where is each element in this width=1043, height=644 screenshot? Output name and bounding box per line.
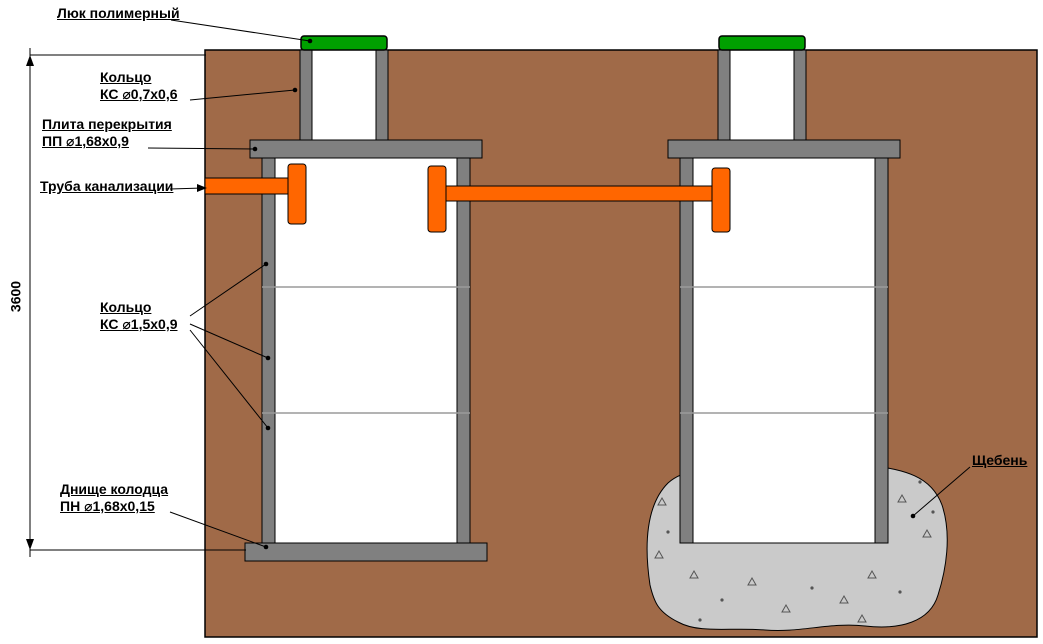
label-ring-large: Кольцо КС ⌀1,5x0,9 [100, 299, 178, 333]
label-bottom-slab-line1: Днище колодца [60, 481, 169, 497]
dimension-arrow-bottom [26, 539, 34, 550]
label-ring-small-line1: Кольцо [100, 69, 152, 85]
leader-manhole [170, 19, 311, 42]
right-well-wall-right [874, 157, 889, 544]
label-ring-small: Кольцо КС ⌀0,7x0,6 [100, 69, 178, 103]
leader-bottom-slab [169, 511, 267, 548]
dimension-3600-text: 3600 [7, 280, 24, 313]
dimension-3600-line [26, 48, 246, 557]
label-bottom-slab-line2: ПН ⌀1,68x0,15 [60, 498, 155, 514]
label-bottom-slab: Днище колодца ПН ⌀1,68x0,15 [60, 481, 168, 515]
label-cover-slab: Плита перекрытия ПП ⌀1,68x0,9 [42, 116, 172, 150]
gravel-speckles [654, 480, 935, 623]
left-well-wall-right [456, 157, 471, 544]
label-cover-slab-line1: Плита перекрытия [42, 116, 172, 132]
left-neck-wall-right [375, 49, 389, 141]
transfer-pipe [436, 185, 723, 202]
right-inlet-tee [711, 167, 731, 233]
label-ring-large-line1: Кольцо [100, 299, 152, 315]
left-neck-interior [299, 49, 389, 141]
sewer-pipes [204, 163, 731, 233]
right-neck-wall-left [717, 49, 731, 141]
right-neck-interior [717, 49, 807, 141]
right-well-shaft-interior [679, 157, 889, 544]
leader-gravel [912, 466, 971, 517]
left-outlet-tee [427, 165, 447, 233]
right-neck-wall-right [793, 49, 807, 141]
left-cover-slab [249, 139, 483, 159]
leader-cover-slab [147, 147, 256, 150]
leader-ring-large-1 [189, 263, 267, 317]
label-sewer-pipe: Труба канализации [40, 178, 174, 194]
dimension-arrow-top [26, 55, 34, 66]
label-cover-slab-line2: ПП ⌀1,68x0,9 [42, 133, 129, 149]
leader-lines [147, 19, 971, 550]
right-cover-slab [667, 139, 901, 159]
left-inlet-tee [287, 163, 307, 225]
right-manhole-lid [718, 35, 806, 51]
label-ring-small-line2: КС ⌀0,7x0,6 [100, 86, 178, 102]
leader-sewer-pipe-arrow [197, 184, 207, 192]
leader-ring-small [189, 89, 296, 101]
left-neck-wall-left [299, 49, 313, 141]
left-well-wall-left [261, 157, 276, 544]
label-ring-large-line2: КС ⌀1,5x0,9 [100, 316, 178, 332]
label-manhole: Люк полимерный [57, 5, 180, 21]
leader-ring-large-2 [189, 323, 269, 359]
left-manhole-lid [300, 35, 388, 51]
label-gravel: Щебень [972, 452, 1028, 468]
leader-ring-large-3 [189, 329, 269, 429]
left-bottom-slab [244, 542, 488, 562]
right-well-wall-left [679, 157, 694, 544]
